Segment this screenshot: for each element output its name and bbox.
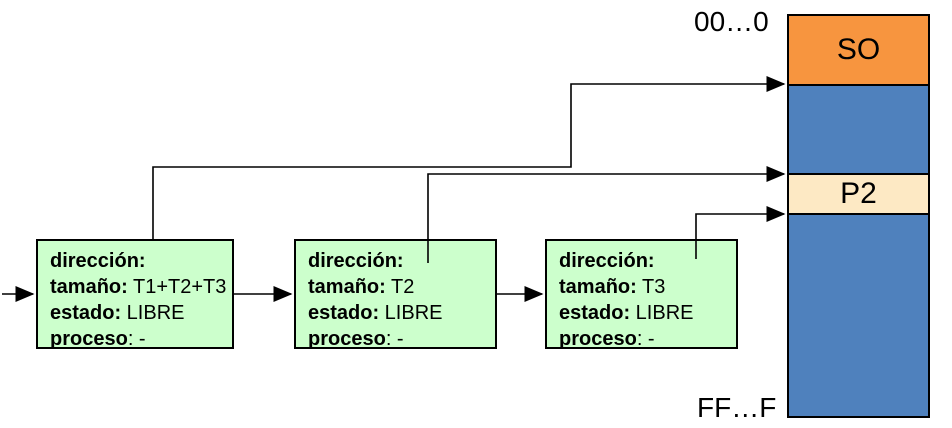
field-value: T2 — [385, 276, 415, 298]
free-block-node-1: dirección: tamaño: T1+T2+T3 estado: LIBR… — [36, 239, 234, 352]
address-label-top: 00…0 — [694, 6, 769, 37]
field-estado: estado: LIBRE — [559, 300, 724, 326]
memory-segment-free-upper — [789, 86, 928, 175]
field-direccion: dirección: — [308, 248, 483, 274]
field-value: : - — [636, 328, 655, 350]
memory-segment-free-lower — [789, 215, 928, 416]
field-label: dirección: — [50, 250, 146, 272]
field-tamano: tamaño: T3 — [559, 274, 724, 300]
field-label: proceso — [308, 328, 386, 350]
field-estado: estado: LIBRE — [50, 300, 220, 326]
field-tamano: tamaño: T1+T2+T3 — [50, 274, 226, 300]
field-proceso: proceso: - — [559, 326, 724, 352]
field-label: tamaño: — [50, 276, 128, 298]
field-value: T3 — [636, 276, 666, 298]
field-tamano: tamaño: T2 — [308, 274, 483, 300]
free-block-node-2: dirección: tamaño: T2 estado: LIBRE proc… — [294, 239, 497, 352]
field-direccion: dirección: — [559, 248, 724, 274]
memory-segment-label-p2: P2 — [840, 177, 877, 210]
field-value: : - — [385, 328, 404, 350]
memory-segment-label-so: SO — [836, 33, 881, 66]
field-label: estado: — [50, 302, 122, 324]
field-label: estado: — [308, 302, 380, 324]
memory-segment-so: SO — [789, 16, 928, 86]
field-label: proceso — [50, 328, 128, 350]
field-label: dirección: — [559, 250, 655, 272]
field-value: T1+T2+T3 — [127, 276, 227, 298]
field-label: tamaño: — [559, 276, 637, 298]
field-value: LIBRE — [630, 302, 694, 324]
field-estado: estado: LIBRE — [308, 300, 483, 326]
field-proceso: proceso: - — [308, 326, 483, 352]
memory-bar: SO P2 — [787, 14, 930, 418]
field-label: proceso — [559, 328, 637, 350]
node1-to-memory-pointer — [152, 76, 786, 239]
memory-segment-p2: P2 — [789, 175, 928, 215]
field-value: LIBRE — [379, 302, 443, 324]
address-label-bottom: FF…F — [697, 392, 777, 423]
free-block-node-3: dirección: tamaño: T3 estado: LIBRE proc… — [545, 239, 738, 352]
field-label: tamaño: — [308, 276, 386, 298]
field-label: estado: — [559, 302, 631, 324]
field-value: LIBRE — [121, 302, 185, 324]
field-value: : - — [127, 328, 146, 350]
field-direccion: dirección: — [50, 248, 220, 274]
field-proceso: proceso: - — [50, 326, 220, 352]
field-label: dirección: — [308, 250, 404, 272]
